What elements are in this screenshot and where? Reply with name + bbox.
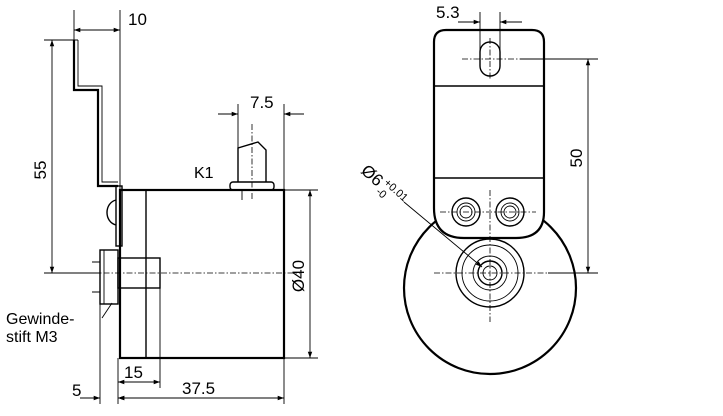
dim-55: 55 — [31, 161, 50, 180]
dim-d40: Ø40 — [289, 260, 308, 292]
label-screw-line2: stift M3 — [6, 329, 58, 346]
encoder-housing — [118, 188, 286, 360]
dim-15: 15 — [124, 363, 143, 382]
mounting-slot — [479, 41, 501, 77]
k1-shaft — [237, 141, 267, 182]
side-view — [72, 40, 300, 360]
label-screw-line1: Gewinde- — [6, 311, 74, 328]
bracket-screw — [106, 199, 117, 226]
dim-7-5: 7.5 — [250, 93, 274, 112]
dim-5: 5 — [72, 381, 81, 400]
dim-37-5: 37.5 — [182, 379, 215, 398]
label-k1: K1 — [194, 165, 214, 182]
front-view — [402, 28, 578, 376]
bracket-plate-front — [432, 28, 546, 240]
dim-50: 50 — [567, 149, 586, 168]
side-view-dimensions: 10 55 7.5 K1 Ø40 Gewinde- stift M3 15 — [6, 10, 318, 404]
dim-10: 10 — [128, 10, 147, 29]
mounting-bracket — [72, 40, 118, 188]
dim-5-3: 5.3 — [436, 3, 460, 22]
set-screw — [99, 249, 119, 305]
